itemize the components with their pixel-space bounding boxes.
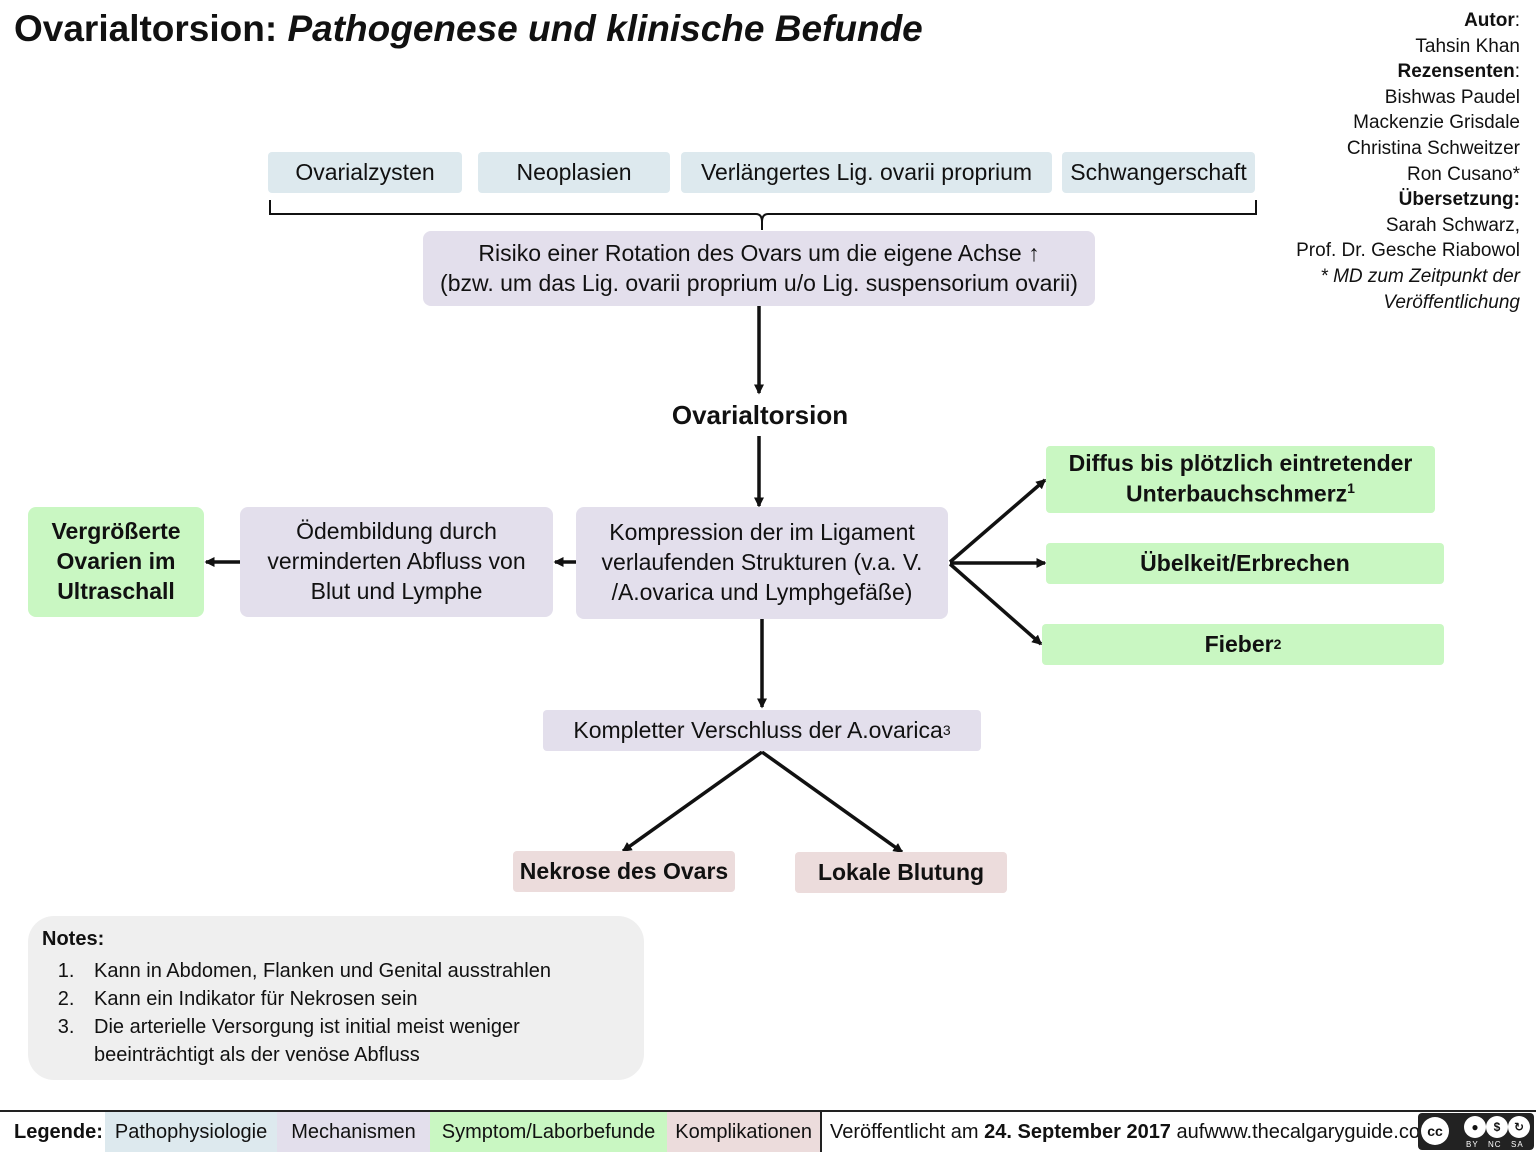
compression-line1: Kompression der im Ligament xyxy=(609,519,915,546)
arrow-to-pain xyxy=(948,478,1047,564)
compression-box: Kompression der im Ligament verlaufenden… xyxy=(576,507,948,619)
enlarged-line3: Ultraschall xyxy=(57,577,175,604)
fever-label: Fieber xyxy=(1204,630,1274,657)
reviewers-label: Rezensenten xyxy=(1397,61,1515,83)
note-item: Kann in Abdomen, Flanken und Genital aus… xyxy=(80,957,630,985)
reviewer-name: Mackenzie Grisdale xyxy=(1353,112,1520,134)
risk-line2: (bzw. um das Lig. ovarii proprium u/o Li… xyxy=(440,269,1078,296)
legend-pathophysiology: Pathophysiologie xyxy=(104,1112,278,1152)
published-line: Veröffentlicht am 24. September 2017 auf… xyxy=(828,1121,1437,1144)
enlarged-line2: Ovarien im xyxy=(56,548,176,575)
cc-nc-label: NC xyxy=(1488,1140,1502,1149)
author-label: Autor xyxy=(1464,10,1515,31)
published-site-link[interactable]: www.thecalgaryguide.com xyxy=(1204,1120,1437,1143)
published-date: 24. September 2017 xyxy=(984,1120,1171,1143)
attribution-icon: ● xyxy=(1464,1116,1486,1138)
credits-note-line1: * MD zum Zeitpunkt der xyxy=(1320,265,1520,287)
risk-line1: Risiko einer Rotation des Ovars um die e… xyxy=(478,239,1040,266)
complication-bleeding: Lokale Blutung xyxy=(795,852,1007,893)
enlarged-ovaries-box: Vergrößerte Ovarien im Ultraschall xyxy=(28,507,204,617)
published-suffix: auf xyxy=(1176,1120,1205,1143)
notes-list: Kann in Abdomen, Flanken und Genital aus… xyxy=(42,957,630,1069)
cc-license-badge[interactable]: cc ● $ ↻ BY NC SA xyxy=(1418,1113,1534,1150)
translation-label: Übersetzung: xyxy=(1398,189,1520,211)
symptom-pain-box: Diffus bis plötzlich eintretender Unterb… xyxy=(1046,446,1435,513)
legend-symptoms: Symptom/Laborbefunde xyxy=(429,1112,668,1152)
note-item: Die arterielle Versorgung ist initial me… xyxy=(80,1013,630,1069)
legend-mechanisms: Mechanismen xyxy=(277,1112,430,1152)
pain-line1: Diffus bis plötzlich eintretender xyxy=(1068,450,1413,477)
arrow-occlusion-to-bleeding xyxy=(760,750,904,854)
published-prefix: Veröffentlicht am xyxy=(829,1120,979,1143)
pain-line2: Unterbauchschmerz xyxy=(1126,480,1348,507)
author-name: Tahsin Khan xyxy=(1415,35,1520,57)
enlarged-line1: Vergrößerte xyxy=(51,518,181,545)
credits: Autor: Tahsin Khan Rezensenten: Bishwas … xyxy=(1296,8,1520,315)
reviewer-name: Ron Cusano* xyxy=(1406,163,1520,185)
occlusion-label: Kompletter Verschluss der A.ovarica xyxy=(573,716,943,743)
legend-footer: Legende: Pathophysiologie Mechanismen Sy… xyxy=(0,1110,1536,1152)
edema-line3: Blut und Lymphe xyxy=(310,577,483,604)
credits-note-line2: Veröffentlichung xyxy=(1383,291,1520,313)
risk-rotation-box: Risiko einer Rotation des Ovars um die e… xyxy=(423,231,1095,306)
compression-line3: /A.ovarica und Lymphgefäße) xyxy=(611,578,913,605)
reviewer-name: Christina Schweitzer xyxy=(1346,137,1520,159)
fever-footnote-ref: 2 xyxy=(1273,636,1282,653)
edema-line1: Ödembildung durch xyxy=(296,518,497,545)
pain-footnote-ref: 1 xyxy=(1347,480,1355,497)
page-title: Ovarialtorsion: Pathogenese und klinisch… xyxy=(14,8,923,50)
edema-line2: verminderten Abfluss von xyxy=(267,548,526,575)
symptom-nausea-box: Übelkeit/Erbrechen xyxy=(1046,543,1444,584)
legend-label: Legende: xyxy=(14,1120,103,1143)
arrow-to-fever xyxy=(948,562,1043,646)
arrow-occlusion-to-necrosis xyxy=(621,750,764,853)
cause-elongated-ligament: Verlängertes Lig. ovarii proprium xyxy=(681,152,1052,193)
translator-name: Sarah Schwarz, xyxy=(1385,214,1520,236)
cc-by-label: BY xyxy=(1466,1140,1479,1149)
complication-necrosis: Nekrose des Ovars xyxy=(513,851,735,892)
noncommercial-icon: $ xyxy=(1486,1116,1508,1138)
causes-brace xyxy=(269,200,1257,230)
footer-divider xyxy=(819,1112,822,1152)
cause-ovarian-cysts: Ovarialzysten xyxy=(268,152,462,193)
sharealike-icon: ↻ xyxy=(1508,1116,1530,1138)
ovarian-torsion-label: Ovarialtorsion xyxy=(671,400,849,431)
compression-line2: verlaufenden Strukturen (v.a. V. xyxy=(601,549,923,576)
notes-panel: Notes: Kann in Abdomen, Flanken und Geni… xyxy=(28,916,644,1080)
title-main: Ovarialtorsion: xyxy=(14,8,278,49)
cause-neoplasms: Neoplasien xyxy=(478,152,670,193)
translator-name: Prof. Dr. Gesche Riabowol xyxy=(1296,240,1520,262)
cc-icon: cc xyxy=(1421,1117,1449,1145)
note-item: Kann ein Indikator für Nekrosen sein xyxy=(80,985,630,1013)
reviewer-name: Bishwas Paudel xyxy=(1384,86,1520,108)
cause-pregnancy: Schwangerschaft xyxy=(1062,152,1255,193)
notes-title: Notes: xyxy=(42,928,105,950)
cc-sa-label: SA xyxy=(1511,1140,1524,1149)
legend-complications: Komplikationen xyxy=(667,1112,820,1152)
edema-box: Ödembildung durch verminderten Abfluss v… xyxy=(240,507,553,617)
occlusion-footnote-ref: 3 xyxy=(942,722,951,739)
title-subtitle: Pathogenese und klinische Befunde xyxy=(287,8,923,49)
